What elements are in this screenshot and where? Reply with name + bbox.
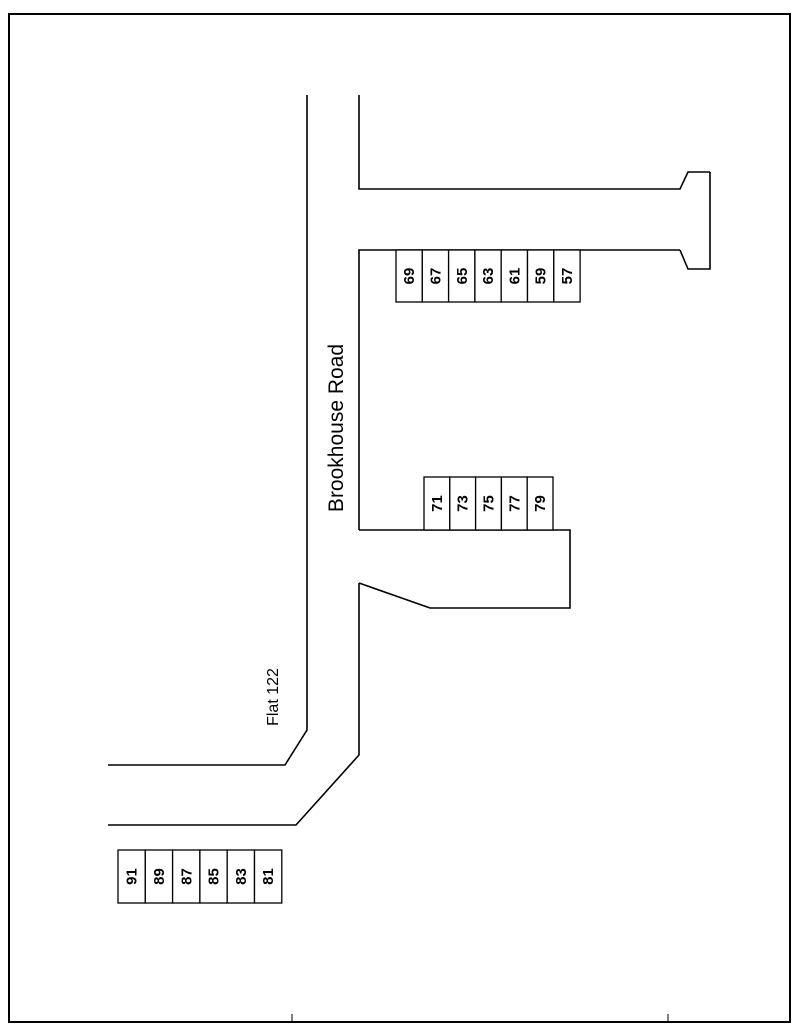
house-number: 77 <box>506 495 523 512</box>
house-number: 91 <box>124 868 141 885</box>
house-plot-box <box>500 476 528 531</box>
house-plot-box <box>199 849 228 904</box>
house-plot-box <box>474 249 502 303</box>
house-number: 63 <box>480 268 497 285</box>
house-number: 73 <box>455 495 472 512</box>
house-number: 87 <box>178 868 195 885</box>
house-plot: 85 <box>199 849 228 904</box>
house-plot: 71 <box>423 476 451 531</box>
house-number: 89 <box>151 868 168 885</box>
house-plot: 77 <box>500 476 528 531</box>
house-plot: 65 <box>447 249 476 303</box>
house-plot: 57 <box>553 249 581 303</box>
house-group-top-right: 69 67 65 63 61 59 57 <box>395 249 581 303</box>
house-plot: 59 <box>526 249 555 303</box>
road-east-edge-upper <box>358 95 710 190</box>
house-plot-box <box>500 249 529 303</box>
house-plot-box <box>423 476 451 531</box>
house-plot: 89 <box>144 849 174 904</box>
map-frame <box>8 13 791 1023</box>
house-plot: 63 <box>474 249 502 303</box>
house-plot: 91 <box>117 849 146 904</box>
house-number: 75 <box>481 495 498 512</box>
house-plot-box <box>526 249 555 303</box>
house-number: 83 <box>233 868 250 885</box>
house-plot: 61 <box>500 249 529 303</box>
house-plot: 67 <box>421 249 450 303</box>
house-number: 67 <box>427 268 444 285</box>
house-number: 61 <box>506 268 523 285</box>
house-plot: 75 <box>474 476 503 531</box>
house-plot: 73 <box>449 476 477 531</box>
house-plot: 81 <box>253 849 283 904</box>
house-plot: 83 <box>226 849 256 904</box>
house-number: 85 <box>206 868 223 885</box>
house-number: 65 <box>454 268 471 285</box>
house-plot-box <box>395 249 423 303</box>
house-number: 71 <box>429 495 446 512</box>
house-plot: 79 <box>526 476 554 531</box>
house-number: 69 <box>401 268 418 285</box>
cul-de-sac-head <box>679 172 711 270</box>
road-name-label: Brookhouse Road <box>325 344 348 512</box>
house-number: 79 <box>532 495 549 512</box>
house-plot-box <box>449 476 477 531</box>
road-west-edge <box>108 95 308 766</box>
house-number: 59 <box>533 268 550 285</box>
house-plot-box <box>117 849 146 904</box>
house-number: 57 <box>559 268 576 285</box>
house-group-bottom-left: 91 89 87 85 83 81 <box>117 849 283 904</box>
road-east-edge-lower <box>108 583 360 826</box>
house-number: 81 <box>260 868 277 885</box>
house-plot-box <box>526 476 554 531</box>
house-group-middle: 71 73 75 77 79 <box>423 476 554 531</box>
house-plot-box <box>553 249 581 303</box>
house-plot-box <box>253 849 283 904</box>
house-plot: 69 <box>395 249 423 303</box>
house-plot-box <box>421 249 450 303</box>
flat-label: Flat 122 <box>265 668 282 726</box>
dead-end-lane <box>358 529 571 609</box>
house-plot-box <box>171 849 201 904</box>
house-plot: 87 <box>171 849 201 904</box>
